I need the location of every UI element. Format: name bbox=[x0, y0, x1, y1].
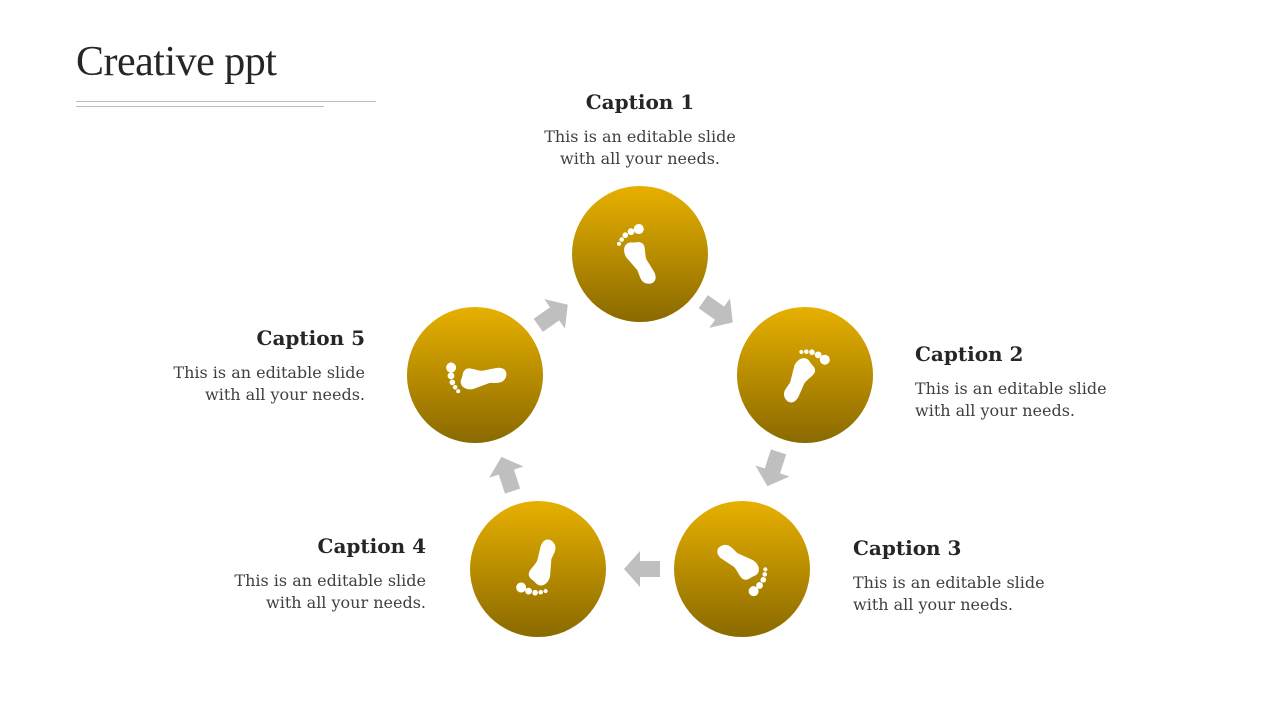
caption-title: Caption 5 bbox=[256, 326, 365, 350]
footprint-icon bbox=[767, 338, 837, 405]
step-5-circle bbox=[407, 307, 543, 443]
step-2-caption: Caption 2 This is an editable slide with… bbox=[915, 342, 1175, 422]
arrow-icon bbox=[624, 551, 660, 587]
title-underline bbox=[76, 101, 376, 102]
caption-text: This is an editable slide with all your … bbox=[544, 127, 736, 168]
caption-title: Caption 3 bbox=[853, 536, 962, 560]
arrow-icon bbox=[487, 454, 527, 494]
step-1-caption: Caption 1 This is an editable slide with… bbox=[510, 90, 770, 170]
arrow-icon bbox=[698, 292, 738, 332]
arrow-icon bbox=[533, 295, 573, 335]
caption-text: This is an editable slide with all your … bbox=[173, 363, 365, 404]
step-5-caption: Caption 5 This is an editable slide with… bbox=[105, 326, 365, 406]
step-2-circle bbox=[737, 307, 873, 443]
caption-text: This is an editable slide with all your … bbox=[915, 379, 1107, 420]
caption-text: This is an editable slide with all your … bbox=[234, 571, 426, 612]
title-underline-short bbox=[76, 106, 324, 107]
footprint-icon bbox=[508, 536, 575, 607]
caption-title: Caption 2 bbox=[915, 342, 1024, 366]
page-title: Creative ppt bbox=[76, 39, 277, 85]
step-4-caption: Caption 4 This is an editable slide with… bbox=[166, 534, 426, 614]
arrow-icon bbox=[753, 449, 793, 489]
caption-text: This is an editable slide with all your … bbox=[853, 573, 1045, 614]
caption-title: Caption 1 bbox=[585, 90, 695, 114]
step-3-circle bbox=[674, 501, 810, 637]
step-1-circle bbox=[572, 186, 708, 322]
caption-title: Caption 4 bbox=[317, 534, 426, 558]
step-4-circle bbox=[470, 501, 606, 637]
footprint-icon bbox=[715, 531, 777, 602]
step-3-caption: Caption 3 This is an editable slide with… bbox=[853, 536, 1113, 616]
footprint-icon bbox=[440, 354, 508, 405]
footprint-icon bbox=[615, 222, 657, 287]
